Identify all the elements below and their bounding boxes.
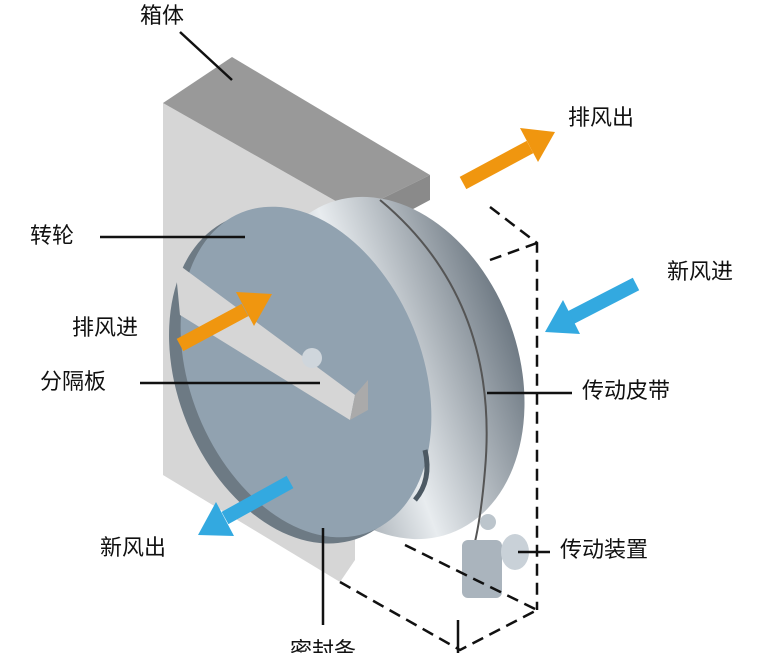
label-exhaust-in: 排风进: [72, 316, 139, 341]
label-seal: 密封条: [290, 639, 357, 653]
label-box: 箱体: [140, 4, 185, 29]
label-fresh-out: 新风出: [100, 536, 167, 561]
rotation-arrow-icon: [413, 449, 430, 502]
drive-pulley: [480, 514, 496, 530]
leader-lines: [100, 31, 572, 653]
exhaust-in-arrow-icon: [176, 292, 272, 352]
exhaust-out-arrow-icon: [459, 128, 555, 190]
label-wheel: 转轮: [30, 224, 75, 249]
box-top: [163, 57, 430, 212]
label-drive: 传动装置: [560, 538, 649, 563]
frame-dashed: [339, 206, 539, 652]
fresh-out-arrow-icon: [198, 475, 294, 536]
label-belt: 传动皮带: [582, 379, 671, 404]
drive-motor: [462, 540, 502, 598]
divider-plate-edge: [350, 380, 368, 420]
drive-motor-shaft: [501, 534, 529, 570]
label-fresh-in: 新风进: [667, 260, 734, 285]
wheel-hub: [302, 348, 322, 368]
label-divider: 分隔板: [40, 370, 107, 395]
fresh-in-arrow-icon: [545, 277, 640, 334]
drive-belt: [379, 199, 488, 561]
divider-plate: [175, 262, 355, 420]
label-exhaust-out: 排风出: [568, 106, 635, 131]
